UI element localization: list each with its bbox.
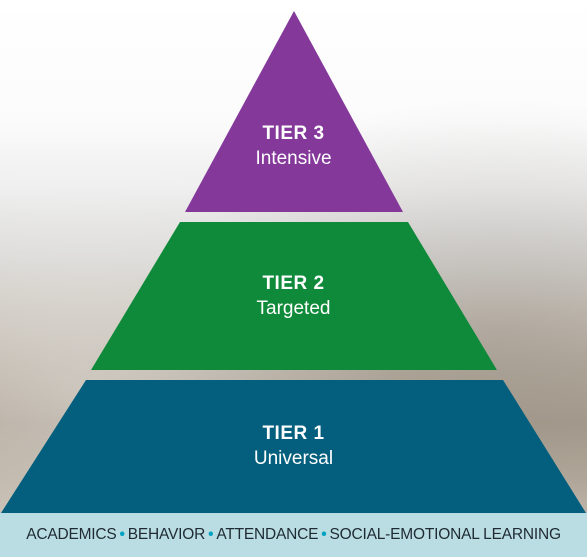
- separator-dot: •: [208, 526, 214, 543]
- tier-3-section: [185, 11, 403, 212]
- separator-dot: •: [321, 526, 327, 543]
- tier-3-label: TIER 3 Intensive: [0, 122, 587, 172]
- tier-2-section: [91, 222, 497, 370]
- tier-3-subtitle: Intensive: [255, 148, 332, 169]
- focus-area-sel: SOCIAL-EMOTIONAL LEARNING: [329, 526, 561, 543]
- separator-dot: •: [119, 526, 125, 543]
- tier-2-subtitle: Targeted: [256, 298, 331, 319]
- focus-areas-text: ACADEMICS•BEHAVIOR•ATTENDANCE•SOCIAL-EMO…: [26, 526, 561, 544]
- focus-areas-bar: ACADEMICS•BEHAVIOR•ATTENDANCE•SOCIAL-EMO…: [0, 513, 587, 557]
- tier-1-section: [1, 380, 586, 513]
- tier-1-title: TIER 1: [262, 423, 325, 444]
- tier-2-label: TIER 2 Targeted: [0, 272, 587, 322]
- focus-area-academics: ACADEMICS: [26, 526, 117, 543]
- tier-3-title: TIER 3: [262, 123, 325, 144]
- tier-1-subtitle: Universal: [253, 448, 334, 469]
- tier-2-title: TIER 2: [262, 273, 325, 294]
- focus-area-attendance: ATTENDANCE: [216, 526, 319, 543]
- focus-area-behavior: BEHAVIOR: [127, 526, 206, 543]
- tier-1-label: TIER 1 Universal: [0, 422, 587, 472]
